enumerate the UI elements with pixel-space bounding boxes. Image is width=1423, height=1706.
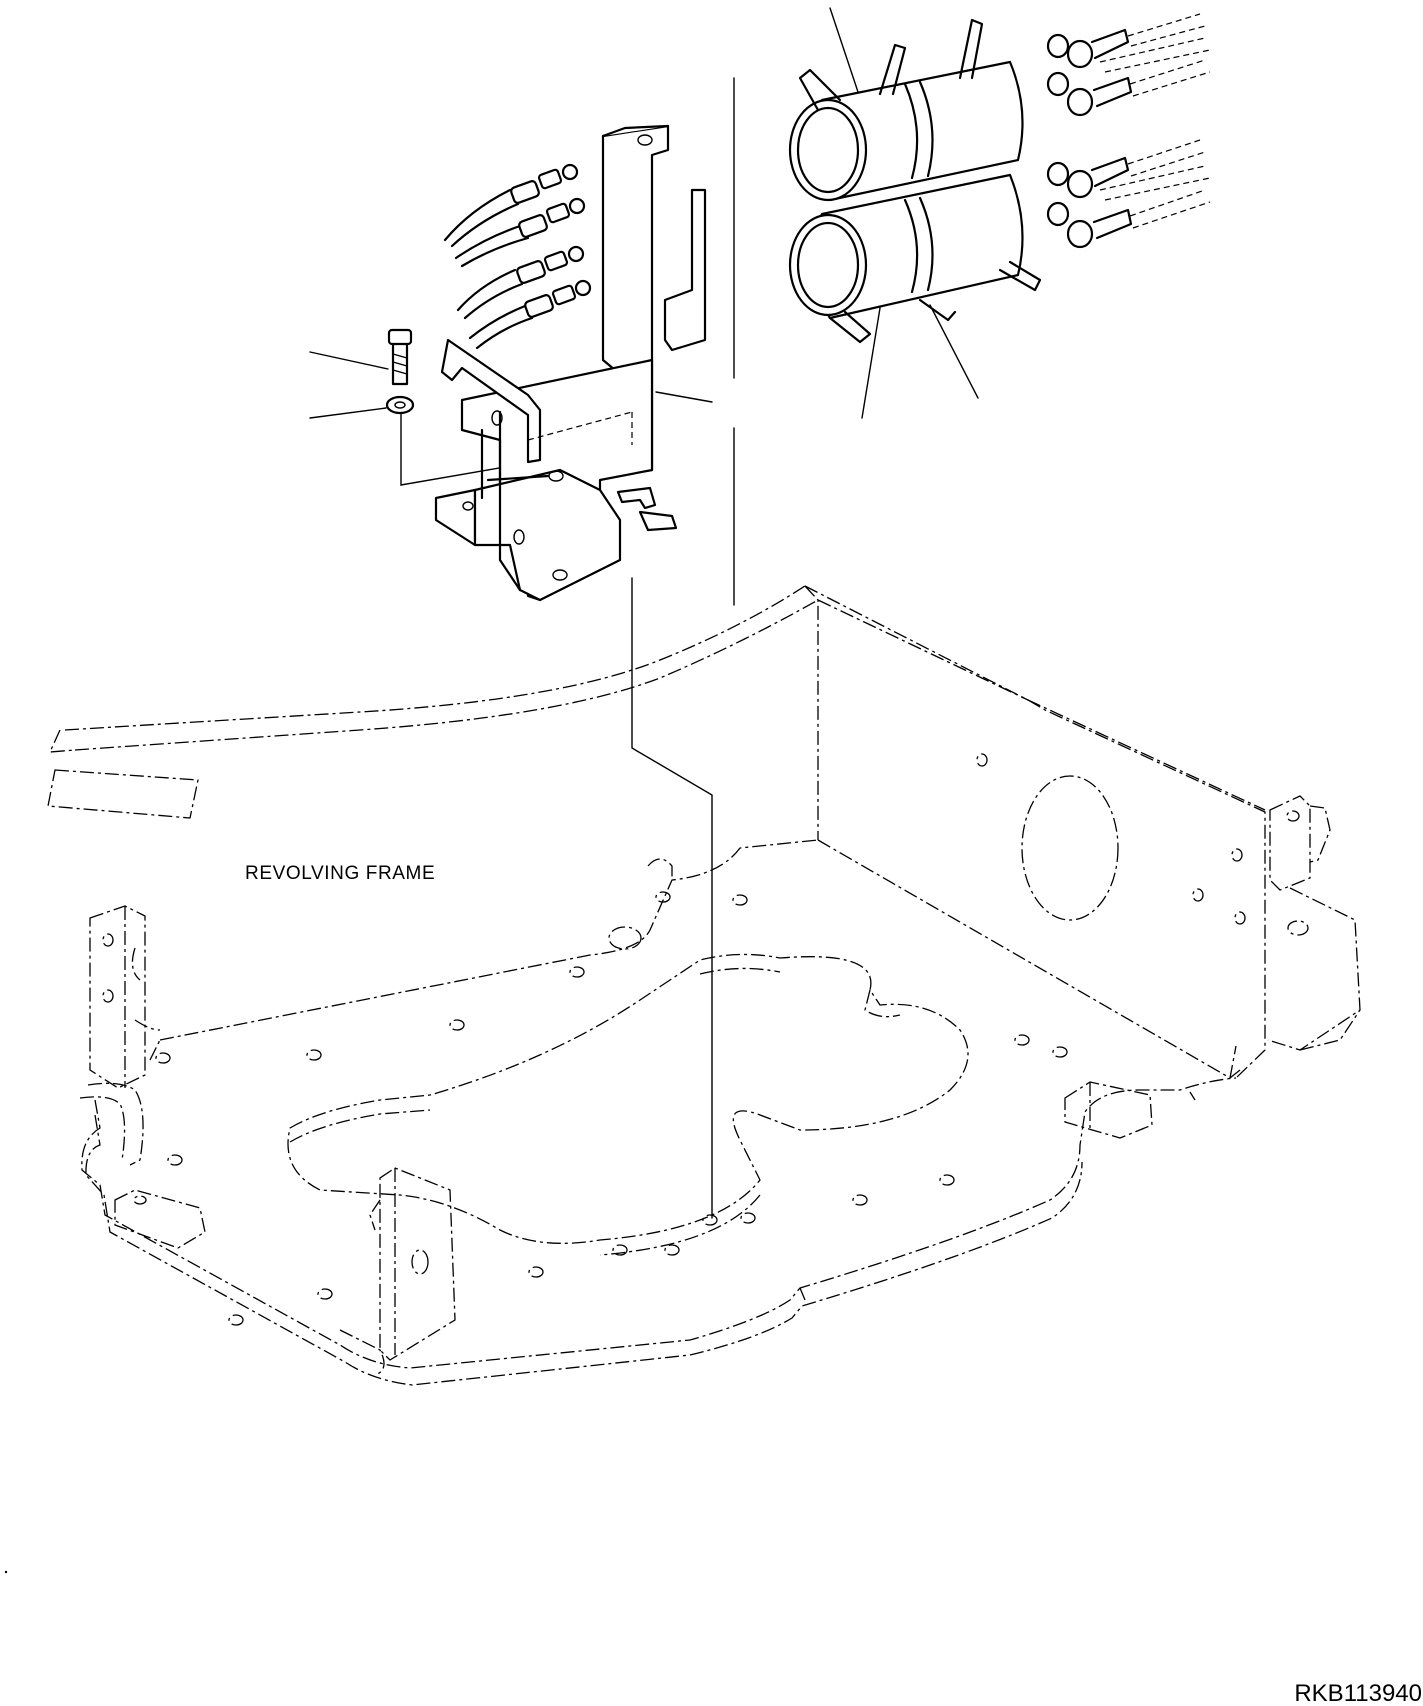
- washer[interactable]: [385, 395, 415, 415]
- mounting-leader-line: [631, 577, 713, 1219]
- quick-couplers-lower[interactable]: [1046, 139, 1211, 249]
- hose-clamp-upper[interactable]: [788, 18, 1024, 202]
- stray-dot: [4, 1570, 8, 1574]
- revolving-frame-label: REVOLVING FRAME: [245, 863, 435, 884]
- bracket[interactable]: [434, 124, 713, 602]
- drawing-number: RKB113940: [1294, 1680, 1422, 1706]
- quick-couplers-upper[interactable]: [1046, 13, 1211, 117]
- bolt[interactable]: [387, 328, 413, 386]
- hose-fittings-lower[interactable]: [456, 245, 592, 350]
- revolving-frame[interactable]: [47, 585, 1361, 1386]
- hose-clamp-lower[interactable]: [788, 173, 1042, 344]
- clamp-leader-lines: [829, 7, 979, 419]
- hose-fittings-upper[interactable]: [443, 163, 586, 268]
